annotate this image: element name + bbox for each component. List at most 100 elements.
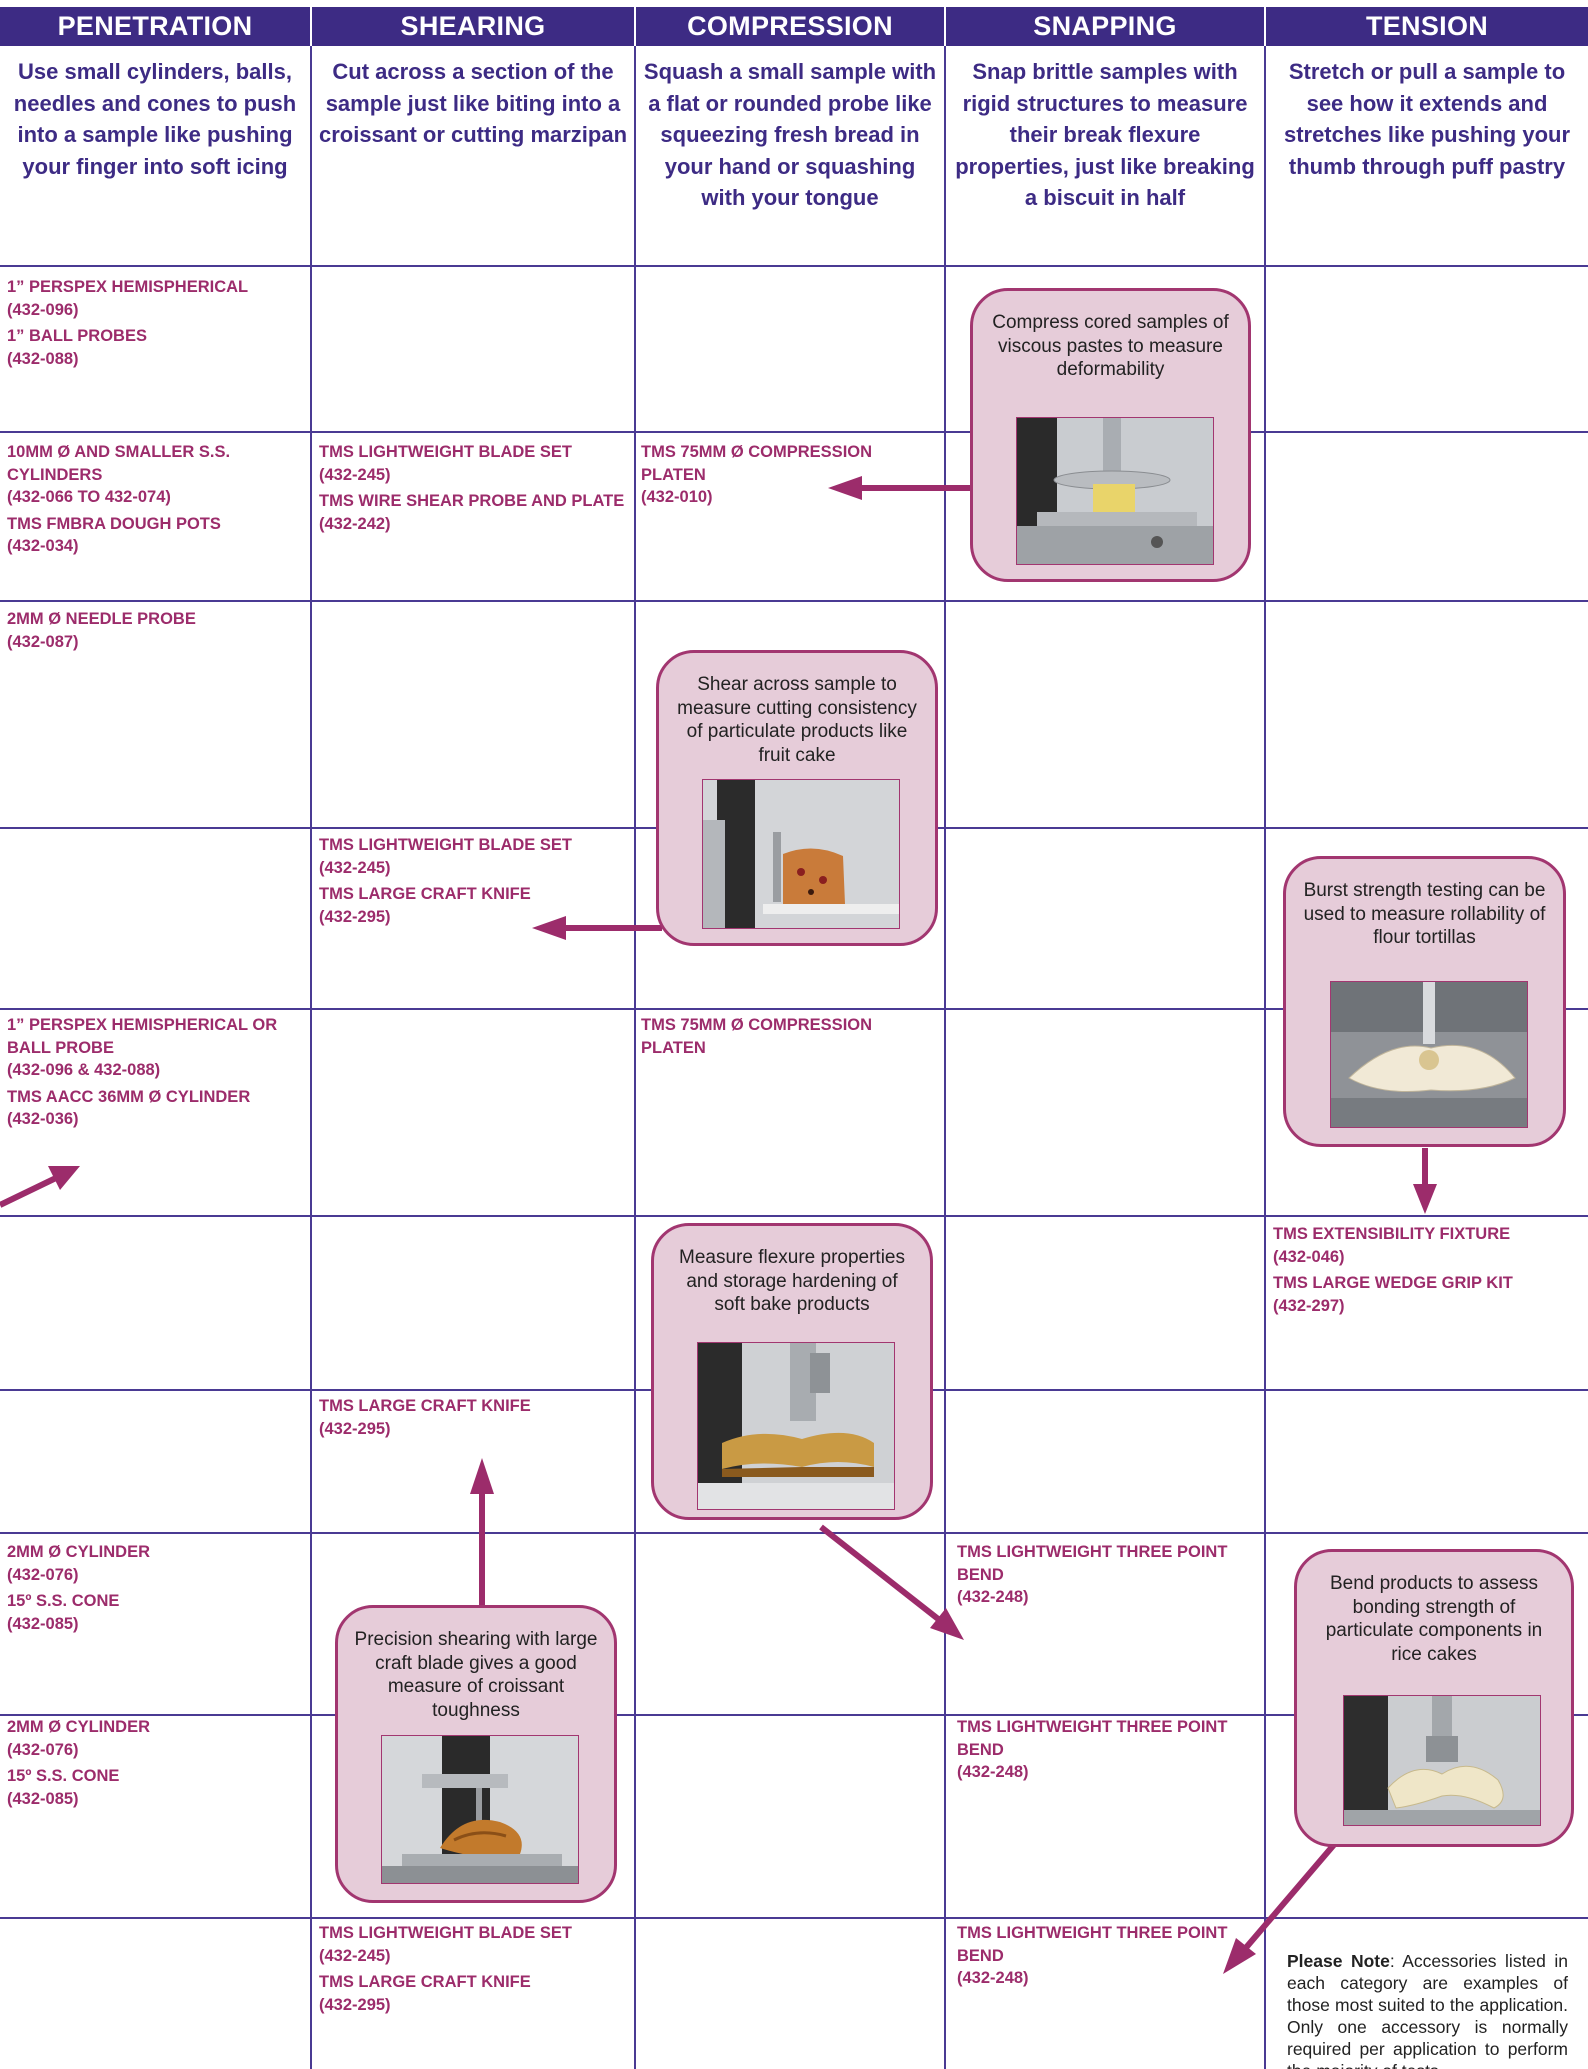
photo-knife-croissant (381, 1735, 579, 1884)
cell-compression-5: TMS 75MM Ø COMPRESSION PLATEN (641, 1014, 931, 1063)
column-divider (1264, 46, 1266, 2069)
arrow-head (1413, 1184, 1437, 1214)
callout-text: Bend products to assess bonding strength… (1325, 1573, 1543, 1665)
row-divider (0, 265, 1588, 267)
accessory-item: TMS LARGE CRAFT KNIFE(432-295) (319, 1397, 531, 1438)
soft-bake-image (698, 1343, 894, 1509)
callout-text: Shear across sample to measure cutting c… (677, 674, 917, 766)
cell-penetration-2: 10MM Ø AND SMALLER S.S. CYLINDERS(432-06… (7, 441, 303, 562)
description-shearing: Cut across a section of the sample just … (318, 59, 628, 147)
cell-penetration-9: 2MM Ø CYLINDER(432-076) 15º S.S. CONE(43… (7, 1716, 303, 1814)
accessory-item: TMS WIRE SHEAR PROBE AND PLATE(432-242) (319, 492, 625, 533)
photo-bend-rice-cake (1343, 1695, 1541, 1826)
arrow-head (48, 1166, 80, 1190)
header-penetration: PENETRATION (0, 7, 310, 46)
callout-text: Burst strength testing can be used to me… (1303, 880, 1546, 948)
arrow-head (828, 476, 862, 500)
tortilla-image (1331, 982, 1527, 1127)
cell-penetration-8: 2MM Ø CYLINDER(432-076) 15º S.S. CONE(43… (7, 1541, 303, 1639)
accessory-item: TMS LARGE CRAFT KNIFE(432-295) (319, 885, 531, 926)
accessory-item: TMS 75MM Ø COMPRESSION PLATEN(432-010) (641, 443, 873, 506)
accessory-item: 2MM Ø NEEDLE PROBE(432-087) (7, 610, 196, 651)
accessory-item: TMS LIGHTWEIGHT BLADE SET(432-245) (319, 1924, 572, 1965)
accessory-item: TMS LARGE CRAFT KNIFE(432-295) (319, 1973, 531, 2014)
cell-penetration-3: 2MM Ø NEEDLE PROBE(432-087) (7, 608, 303, 657)
arrow-head (470, 1458, 494, 1494)
row-divider (0, 431, 1588, 433)
cell-shearing-7: TMS LARGE CRAFT KNIFE(432-295) (319, 1395, 625, 1444)
callout-soft-bake: Measure flexure properties and storage h… (651, 1223, 933, 1520)
cell-snapping-9: TMS LIGHTWEIGHT THREE POINT BEND(432-248… (957, 1716, 1257, 1788)
compression-platen-image (1017, 418, 1213, 564)
accessory-item: TMS EXTENSIBILITY FIXTURE(432-046) (1273, 1225, 1511, 1266)
description-penetration: Use small cylinders, balls, needles and … (13, 59, 297, 179)
header-compression: COMPRESSION (636, 7, 944, 46)
photo-burst-tortilla (1330, 981, 1528, 1128)
row-divider (0, 1714, 1588, 1716)
column-divider (944, 46, 946, 2069)
accessory-item: TMS LIGHTWEIGHT THREE POINT BEND(432-248… (957, 1543, 1228, 1606)
accessory-item: TMS 75MM Ø COMPRESSION PLATEN (641, 1016, 873, 1057)
arrow-connector (0, 1174, 60, 1208)
please-note: Please Note: Accessories listed in each … (1287, 1950, 1568, 2069)
accessory-item: 1” BALL PROBES(432-088) (7, 327, 147, 368)
row-divider (0, 1532, 1588, 1534)
description-compression: Squash a small sample with a flat or rou… (643, 59, 937, 210)
header-snapping: SNAPPING (946, 7, 1264, 46)
arrow-connector (1241, 1838, 1341, 1952)
cell-snapping-10: TMS LIGHTWEIGHT THREE POINT BEND(432-248… (957, 1922, 1257, 1994)
accessory-item: TMS LIGHTWEIGHT THREE POINT BEND(432-248… (957, 1718, 1228, 1781)
croissant-image (382, 1736, 578, 1883)
cell-penetration-5: 1” PERSPEX HEMISPHERICAL OR BALL PROBE(4… (7, 1014, 303, 1135)
accessory-item: TMS LIGHTWEIGHT BLADE SET(432-245) (319, 443, 572, 484)
column-divider (310, 46, 312, 2069)
accessory-item: TMS LARGE WEDGE GRIP KIT(432-297) (1273, 1274, 1513, 1315)
arrow-connector (819, 1524, 944, 1625)
cell-shearing-10: TMS LIGHTWEIGHT BLADE SET(432-245) TMS L… (319, 1922, 625, 2020)
accessory-item: TMS LIGHTWEIGHT BLADE SET(432-245) (319, 836, 572, 877)
rice-cake-image (1344, 1696, 1540, 1825)
row-divider (0, 600, 1588, 602)
row-divider (0, 1215, 1588, 1217)
header-tension: TENSION (1266, 7, 1588, 46)
accessory-item: TMS FMBRA DOUGH POTS(432-034) (7, 514, 221, 556)
callout-croissant: Precision shearing with large craft blad… (335, 1605, 617, 1903)
accessory-item: 15º S.S. CONE(432-085) (7, 1592, 120, 1633)
accessory-item: 10MM Ø AND SMALLER S.S. CYLINDERS(432-06… (7, 443, 231, 506)
cell-shearing-2: TMS LIGHTWEIGHT BLADE SET(432-245) TMS W… (319, 441, 625, 539)
cell-shearing-4: TMS LIGHTWEIGHT BLADE SET(432-245) TMS L… (319, 834, 625, 932)
accessory-item: TMS LIGHTWEIGHT THREE POINT BEND(432-248… (957, 1924, 1228, 1987)
accessory-item: 15º S.S. CONE(432-085) (7, 1767, 120, 1808)
callout-fruit-cake: Shear across sample to measure cutting c… (656, 650, 938, 946)
callout-text: Precision shearing with large craft blad… (354, 1629, 598, 1721)
callout-text: Compress cored samples of viscous pastes… (992, 312, 1229, 380)
fruit-cake-image (703, 780, 899, 928)
callout-tortilla: Burst strength testing can be used to me… (1283, 856, 1566, 1147)
arrow-head (1223, 1938, 1256, 1974)
cell-snapping-8: TMS LIGHTWEIGHT THREE POINT BEND(432-248… (957, 1541, 1257, 1613)
accessory-item: 1” PERSPEX HEMISPHERICAL OR BALL PROBE(4… (7, 1016, 278, 1079)
photo-blade-fruit-cake (702, 779, 900, 929)
note-label: Please Note (1287, 1951, 1390, 1971)
callout-rice-cake: Bend products to assess bonding strength… (1294, 1549, 1574, 1847)
accessory-item: 2MM Ø CYLINDER(432-076) (7, 1543, 151, 1584)
arrow-head (930, 1608, 964, 1640)
callout-viscous-paste: Compress cored samples of viscous pastes… (970, 288, 1251, 582)
accessory-item: 2MM Ø CYLINDER(432-076) (7, 1718, 151, 1759)
column-divider (634, 46, 636, 2069)
description-snapping: Snap brittle samples with rigid structur… (955, 59, 1255, 210)
photo-bend-soft-bake (697, 1342, 895, 1510)
cell-penetration-1: 1” PERSPEX HEMISPHERICAL(432-096) 1” BAL… (7, 276, 303, 374)
description-tension: Stretch or pull a sample to see how it e… (1283, 59, 1571, 179)
photo-compression-platen (1016, 417, 1214, 565)
accessory-item: TMS AACC 36MM Ø CYLINDER(432-036) (7, 1087, 251, 1129)
note-text: : Accessories listed in each category ar… (1287, 1951, 1568, 2069)
row-divider (0, 1917, 1588, 1919)
header-shearing: SHEARING (312, 7, 634, 46)
row-divider (0, 1008, 1588, 1010)
arrow-head (532, 916, 566, 940)
accessory-item: 1” PERSPEX HEMISPHERICAL(432-096) (7, 278, 249, 319)
cell-compression-2: TMS 75MM Ø COMPRESSION PLATEN(432-010) (641, 441, 931, 513)
